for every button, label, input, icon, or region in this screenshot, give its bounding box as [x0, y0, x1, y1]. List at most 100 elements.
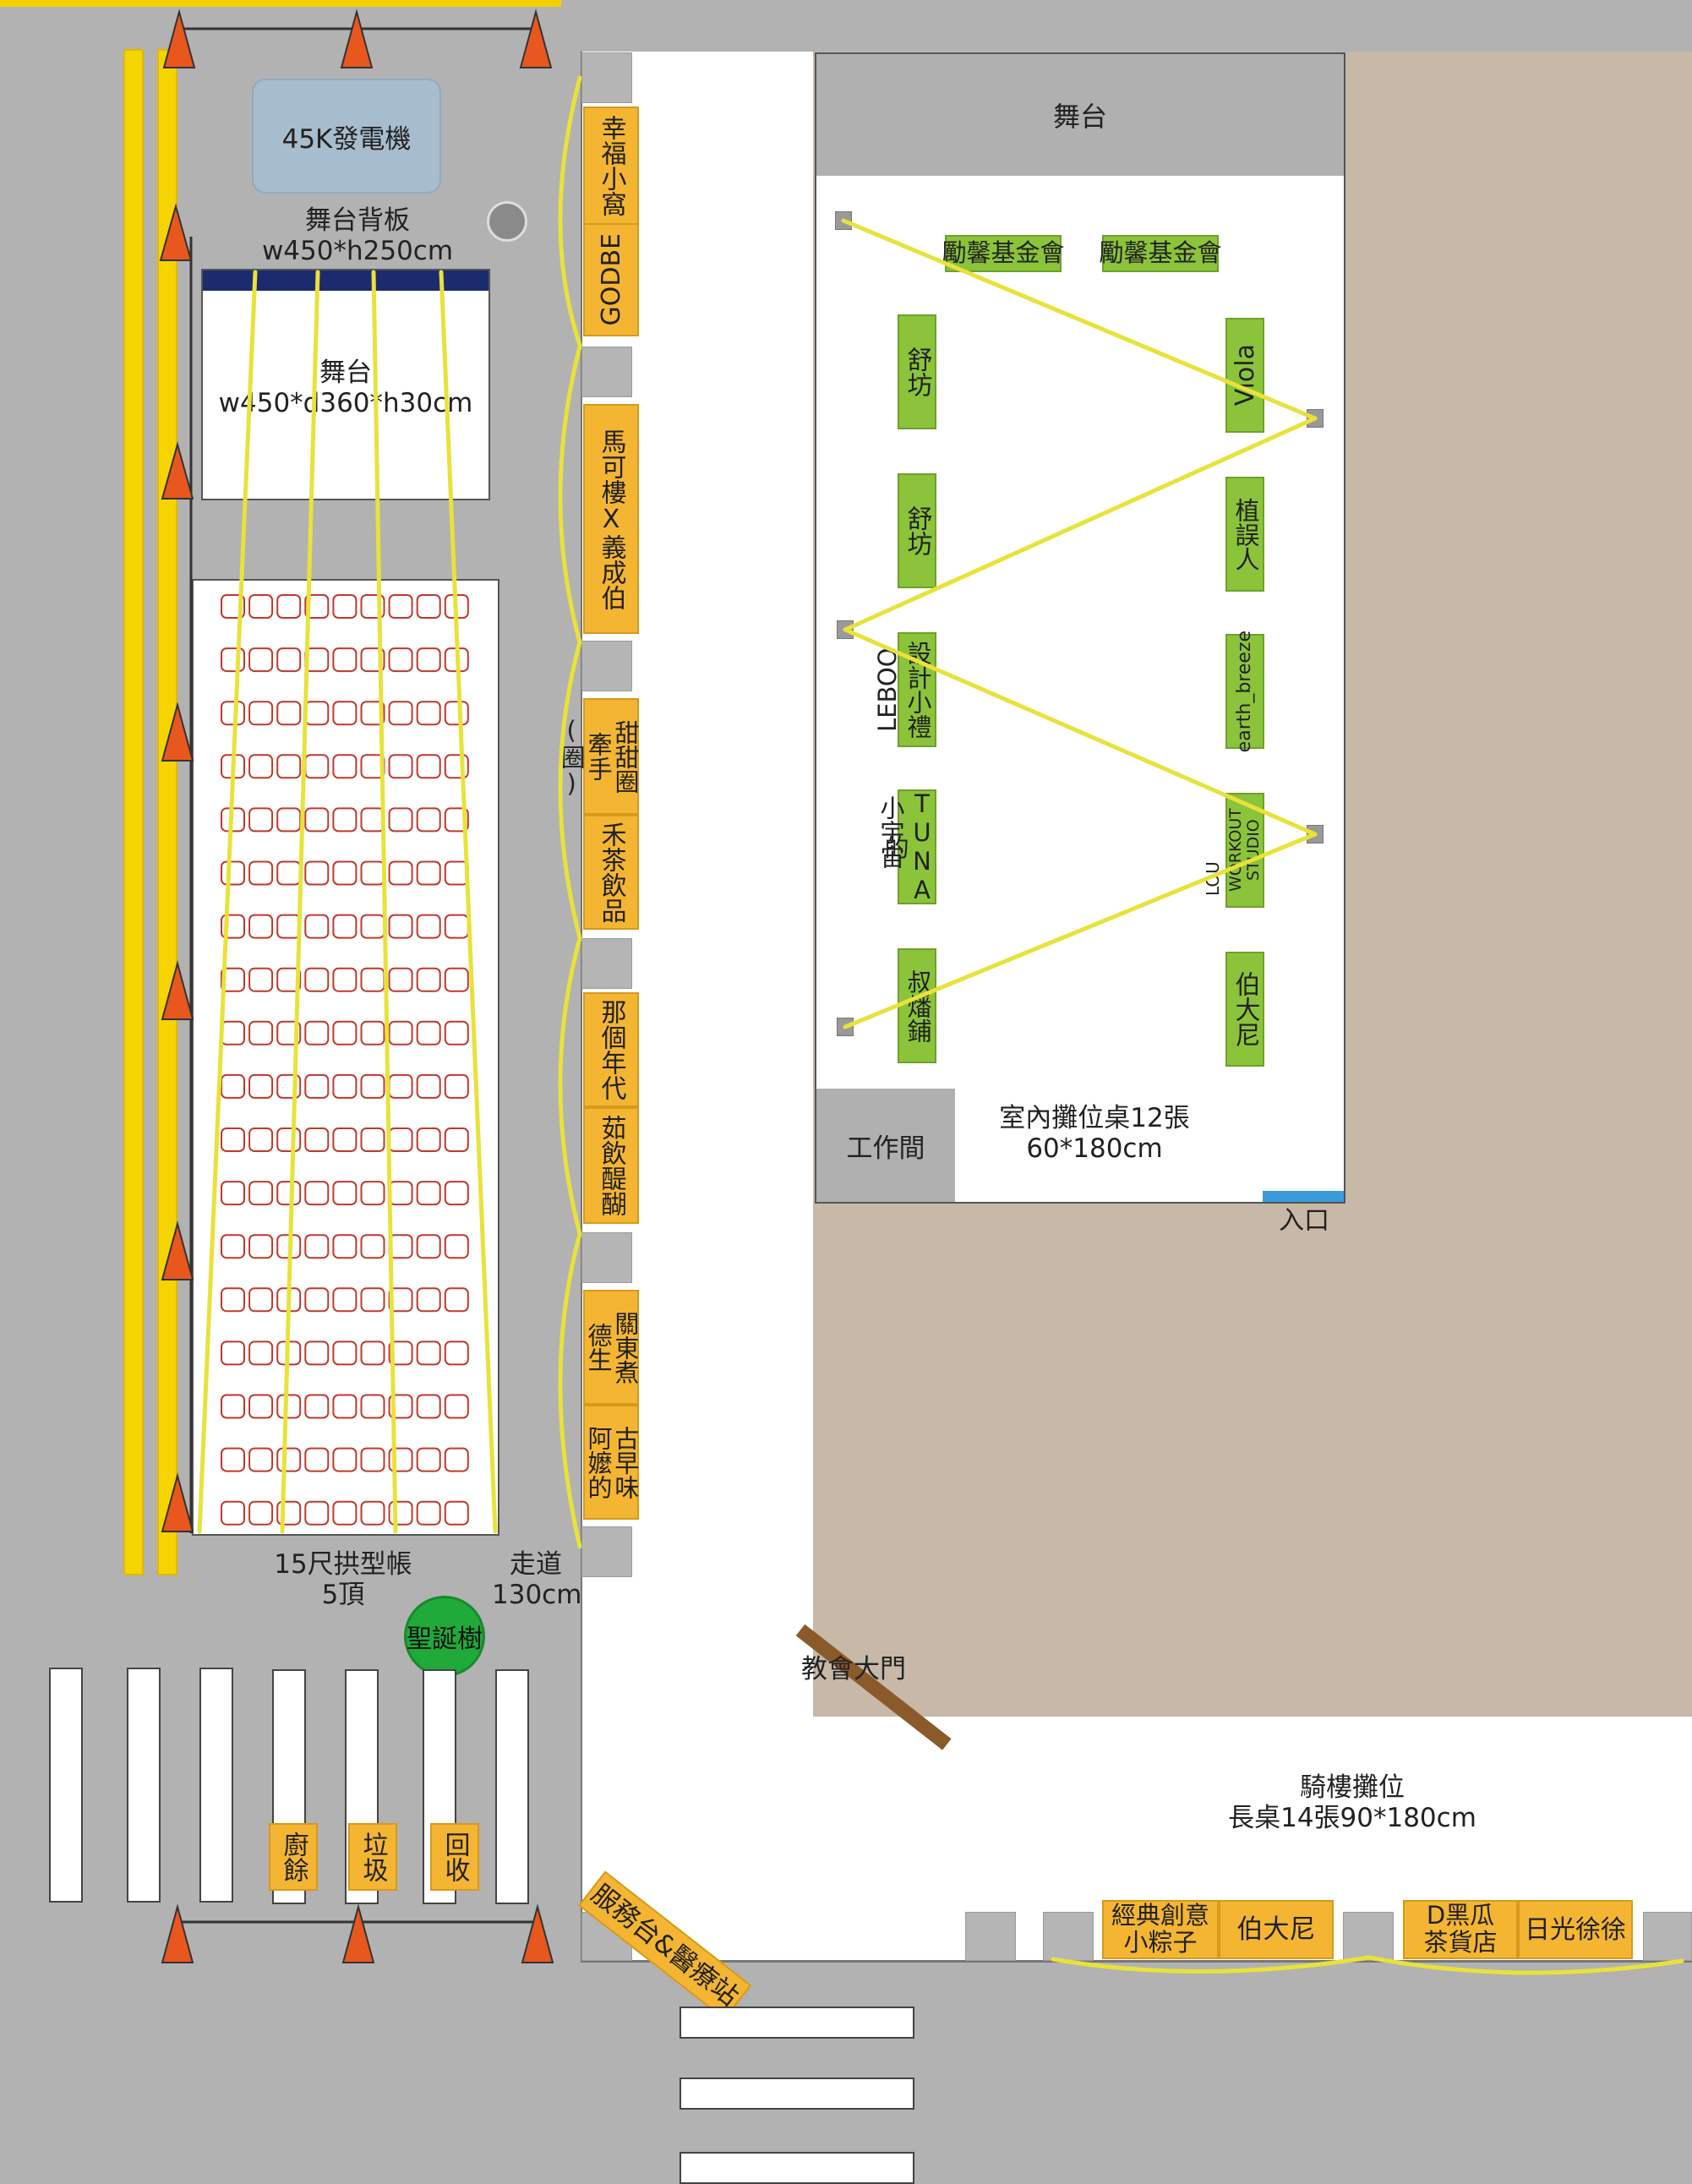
pillar	[581, 1232, 632, 1283]
outdoor-table	[127, 1668, 161, 1903]
chair	[304, 1020, 330, 1046]
chair	[416, 1287, 441, 1313]
chair	[416, 1073, 441, 1099]
arcade-booth-riguang-label: 日光徐徐	[1525, 1914, 1626, 1945]
backdrop-label-line2: w450*h250cm	[261, 235, 454, 266]
chair	[388, 594, 413, 619]
booth-bodani-indoor-label: 伯大尼	[1230, 971, 1260, 1047]
booth-sheji: 設計小禮	[898, 632, 936, 747]
indoor-tables-label-line1: 室內攤位桌12張	[999, 1103, 1190, 1133]
chair	[248, 1073, 274, 1099]
booth-shufang-a: 舒坊	[898, 314, 936, 429]
chair	[360, 1127, 385, 1152]
chair	[304, 807, 330, 833]
light-string	[843, 416, 1318, 632]
chair	[248, 1234, 274, 1259]
chair	[416, 807, 441, 833]
chair	[444, 1234, 469, 1259]
chair	[444, 1447, 469, 1472]
chair	[221, 1394, 245, 1419]
chair	[388, 807, 413, 833]
stall-nagenian: 那個年代	[583, 992, 639, 1107]
chair	[248, 914, 274, 939]
yellow-barrier-right	[157, 49, 177, 1575]
bin-garbage-label: 垃圾	[358, 1832, 388, 1882]
top-yellow-strip	[0, 0, 561, 7]
booth-lizhen-b-label: 勵馨基金會	[1099, 238, 1222, 268]
indoor-stage: 舞台	[816, 54, 1344, 176]
chair	[444, 1181, 469, 1206]
arcade-booth-riguang: 日光徐徐	[1518, 1900, 1633, 1959]
bin-recycle: 回收	[430, 1823, 479, 1891]
stall-guzao: 阿嬤的 古早味	[583, 1405, 640, 1520]
light-string	[280, 270, 320, 1534]
light-string	[843, 832, 1318, 1029]
chair	[332, 1394, 358, 1419]
chair	[221, 1500, 245, 1526]
chair	[276, 594, 302, 619]
booth-tuna-label: TUNA的	[881, 789, 936, 904]
chair	[332, 1287, 358, 1313]
chair	[444, 1394, 469, 1419]
chair	[332, 807, 358, 833]
aisle-label: 走道 130cm	[492, 1549, 581, 1610]
chair	[276, 647, 302, 673]
chair	[360, 1340, 385, 1366]
chair	[276, 1181, 302, 1206]
stall-tiantianquan-a-label: 甜甜圈	[610, 719, 640, 794]
light-string	[843, 627, 1318, 837]
bin-kitchen-waste: 廚餘	[269, 1823, 318, 1891]
bin-kitchen-waste-label: 廚餘	[278, 1832, 308, 1882]
chair	[416, 647, 441, 673]
tent-label: 15尺拱型帳 5頂	[254, 1549, 433, 1610]
traffic-cone-icon	[161, 960, 194, 1020]
chair	[332, 1447, 358, 1472]
generator-label: 45K發電機	[281, 123, 412, 155]
chair	[416, 1020, 441, 1046]
tent-label-line2: 5頂	[321, 1579, 365, 1610]
chair	[248, 594, 274, 619]
arcade-booth-dhei-line1: D黑瓜	[1426, 1901, 1495, 1930]
backdrop-label: 舞台背板 w450*h250cm	[228, 205, 487, 266]
chair	[276, 754, 302, 779]
stall-xingfu: 幸福小窩	[583, 106, 639, 225]
stall-guandong-label: 關東煮	[610, 1310, 640, 1384]
booth-shufang-a-label: 舒坊	[902, 347, 932, 397]
chair	[221, 1340, 245, 1366]
aisle-label-line1: 走道	[510, 1549, 562, 1580]
booth-zhiwuren-label: 植誤人	[1231, 497, 1260, 571]
chair	[444, 1073, 469, 1099]
chair	[416, 967, 441, 992]
pillar	[1643, 1912, 1692, 1961]
chair	[332, 1234, 358, 1259]
booth-shufang-b: 舒坊	[898, 473, 936, 588]
chair	[444, 1127, 469, 1152]
stall-ruyin: 茹飲醍醐	[583, 1107, 639, 1224]
booth-shufang-b-label: 舒坊	[902, 505, 932, 556]
bin-recycle-label: 回收	[439, 1832, 470, 1882]
chair	[416, 1234, 441, 1259]
indoor-tables-label: 室內攤位桌12張 60*180cm	[970, 1103, 1219, 1164]
pillar	[1343, 1912, 1394, 1961]
generator: 45K發電機	[252, 79, 441, 194]
traffic-cone-icon	[161, 702, 194, 762]
pillar	[581, 347, 632, 397]
chair	[248, 860, 274, 886]
chair	[304, 1447, 330, 1472]
chair	[332, 1340, 358, 1366]
light-string-curve	[1051, 1955, 1372, 1974]
chair	[221, 1234, 245, 1259]
arcade-booth-bodani-label: 伯大尼	[1236, 1914, 1316, 1945]
light-string-curve	[558, 1231, 582, 1549]
chair	[248, 967, 274, 992]
chair	[332, 594, 358, 619]
entrance-label: 入口	[1279, 1206, 1329, 1236]
chair	[276, 807, 302, 833]
stall-makelou-label: 馬可樓X義成伯	[596, 428, 626, 610]
chair	[304, 1234, 330, 1259]
seating-area	[192, 579, 499, 1536]
chair	[360, 1181, 385, 1206]
chair	[248, 1127, 274, 1152]
entrance-marker	[1263, 1191, 1344, 1202]
